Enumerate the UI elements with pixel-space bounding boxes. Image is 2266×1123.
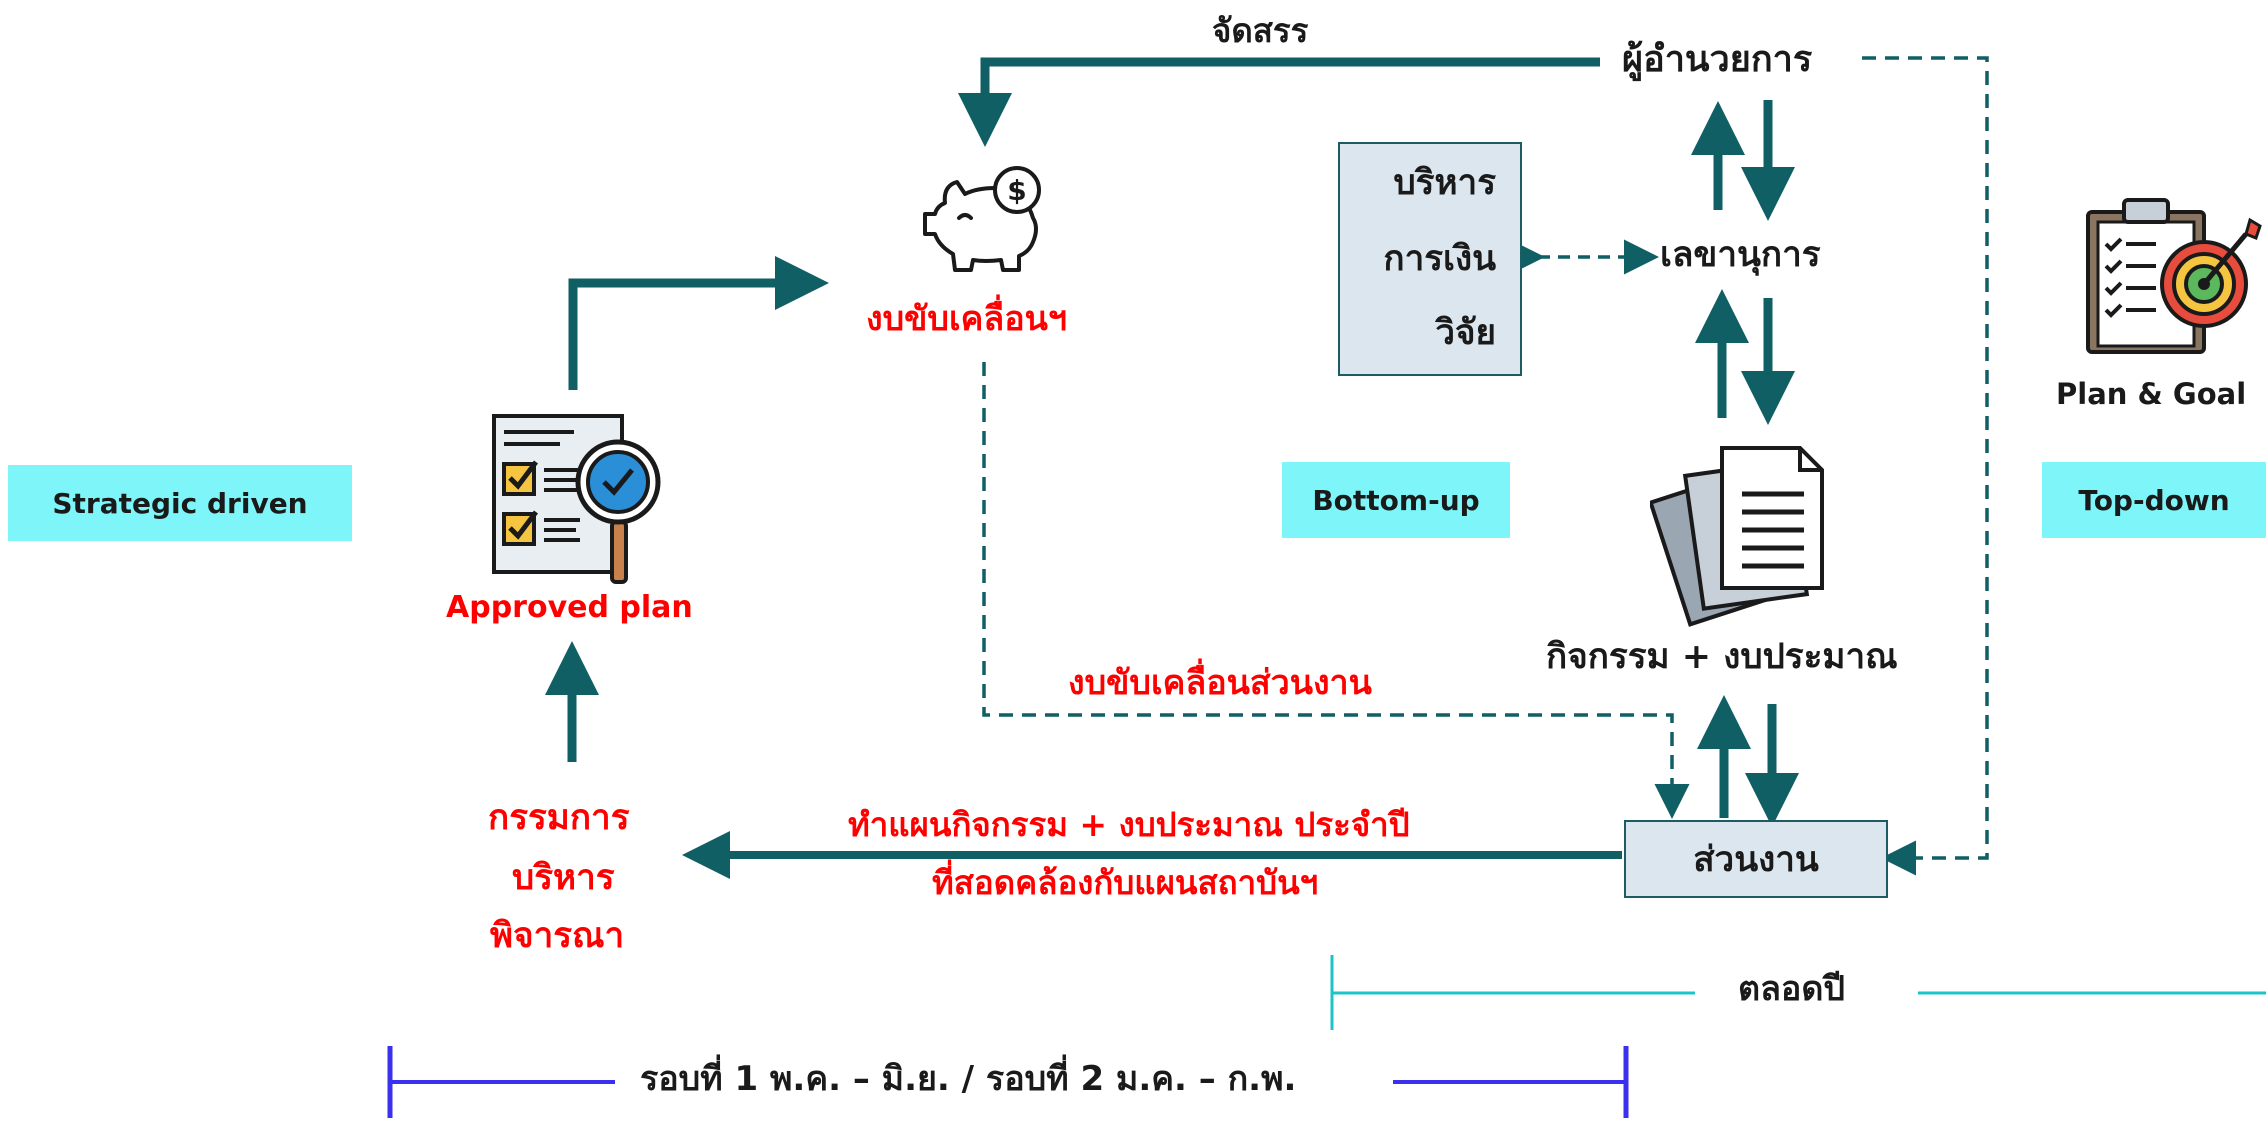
committee-line1: กรรมการ <box>488 798 630 838</box>
rounds-timeline-label: รอบที่ 1 พ.ค. – มิ.ย. / รอบที่ 2 ม.ค. – … <box>640 1059 1297 1099</box>
strategic-driven-text: Strategic driven <box>52 486 308 520</box>
budget-to-unit-dashed <box>982 362 1690 819</box>
committee-line2: บริหาร <box>512 858 615 898</box>
top-down-text: Top-down <box>2078 483 2230 517</box>
approved-plan-label: Approved plan <box>446 590 693 625</box>
plan-goal-label: Plan & Goal <box>2056 377 2247 411</box>
checklist-magnifier-icon <box>492 414 661 584</box>
top-down-tag: Top-down <box>2042 462 2266 538</box>
admin-box-line2: การเงิน <box>1383 239 1496 279</box>
strategic-driven-tag: Strategic driven <box>8 465 352 541</box>
allocate-arrow <box>958 57 1600 147</box>
unit-node: ส่วนงาน <box>1624 820 1888 898</box>
strategic-budget-label: งบขับเคลื่อนฯ <box>866 299 1067 339</box>
clipboard-target-icon <box>2086 198 2262 354</box>
admin-box-line3: วิจัย <box>1435 313 1496 353</box>
piggy-bank-icon: $ <box>923 166 1041 272</box>
activities-budget-node: กิจกรรม + งบประมาณ <box>1546 637 1898 677</box>
bottom-up-tag: Bottom-up <box>1282 462 1510 538</box>
unit-node-text: ส่วนงาน <box>1693 839 1819 880</box>
unit-budget-label: งบขับเคลื่อนส่วนงาน <box>1068 663 1372 703</box>
secretary-node: เลขานุการ <box>1660 235 1821 275</box>
admin-box-line1: บริหาร <box>1393 163 1496 203</box>
director-node: ผู้อำนวยการ <box>1622 39 1813 80</box>
approved-to-budget-arrow <box>568 256 829 390</box>
director-topdown-dashed <box>1862 56 1989 876</box>
bottom-up-text: Bottom-up <box>1312 483 1480 517</box>
documents-stack-icon <box>1650 446 1824 627</box>
all-year-timeline-label: ตลอดปี <box>1738 969 1845 1009</box>
svg-text:$: $ <box>1007 174 1026 207</box>
admin-finance-research-box: บริหาร การเงิน วิจัย <box>1338 142 1522 376</box>
committee-line3: พิจารณา <box>490 916 625 956</box>
make-plan-label-line1: ทำแผนกิจกรรม + งบประมาณ ประจำปี <box>848 805 1410 844</box>
make-plan-label-line2: ที่สอดคล้องกับแผนสถาบันฯ <box>932 863 1319 902</box>
allocate-label: จัดสรร <box>1212 11 1309 50</box>
